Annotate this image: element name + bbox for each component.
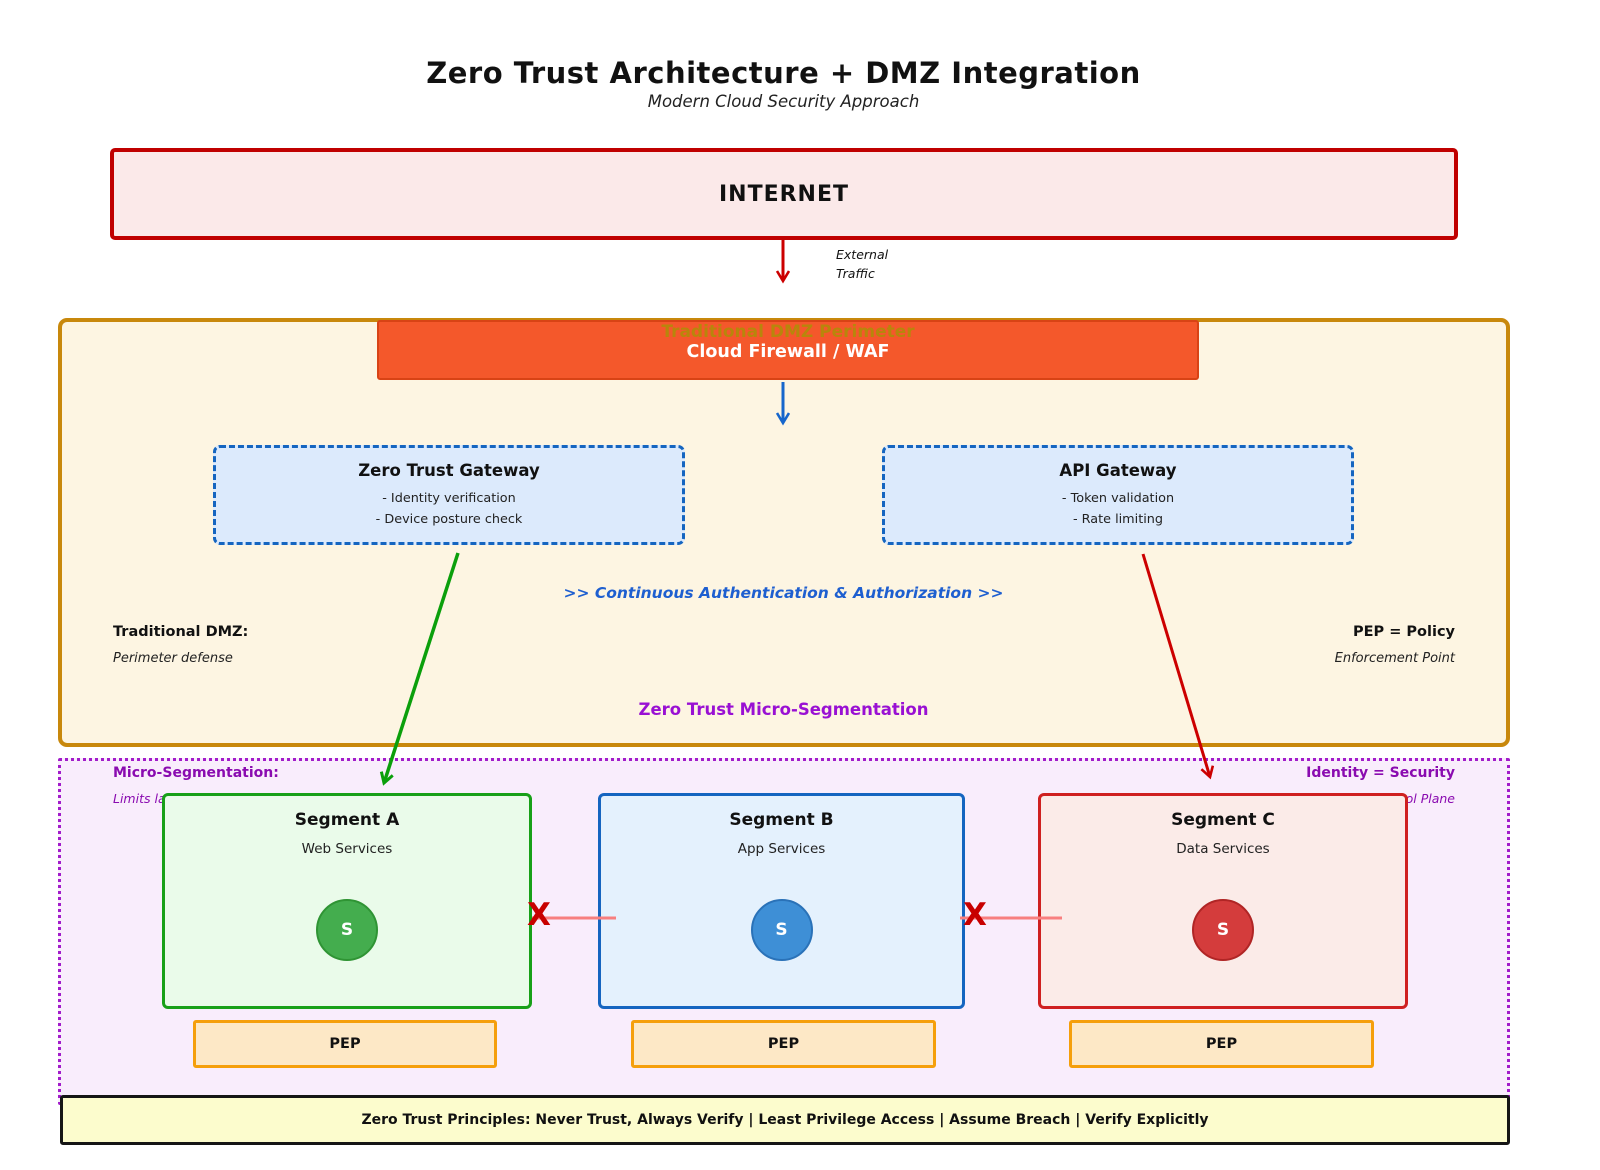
traditional-dmz-note-title: Traditional DMZ: xyxy=(113,624,249,640)
segment-b-service: App Services xyxy=(737,841,826,857)
segment-c-service-node: S xyxy=(1192,899,1254,961)
pep-label: PEP xyxy=(329,1036,361,1052)
principles-label: Zero Trust Principles: Never Trust, Alwa… xyxy=(361,1112,1209,1128)
zero-trust-gateway-item: - Identity verification xyxy=(382,491,516,506)
zero-trust-gateway-item: - Device posture check xyxy=(375,511,523,527)
microseg-heading: Zero Trust Micro-Segmentation xyxy=(638,700,929,719)
traditional-dmz-note-subtitle: Perimeter defense xyxy=(113,651,233,666)
pep-note-title: PEP = Policy xyxy=(1353,624,1455,640)
segment-a-service-node: S xyxy=(316,899,378,961)
segment-b-service-node: S xyxy=(750,899,813,961)
blocked-traffic-x: X xyxy=(527,897,551,933)
segment-a-title: Segment A xyxy=(294,810,400,830)
api-gateway-title: API Gateway xyxy=(1059,461,1177,480)
pep-note-subtitle: Enforcement Point xyxy=(1334,651,1455,666)
segment-c-service: Data Services xyxy=(1176,841,1270,857)
page-subtitle: Modern Cloud Security Approach xyxy=(647,92,920,111)
segment-c-title: Segment C xyxy=(1171,810,1275,830)
internet-label: INTERNET xyxy=(718,181,850,207)
internet-zone: INTERNET xyxy=(110,148,1458,240)
pep-label: PEP xyxy=(767,1036,800,1052)
pep-box-a: PEP xyxy=(193,1020,497,1068)
continuous-auth-banner: >> Continuous Authentication & Authoriza… xyxy=(563,584,1004,602)
microseg-note-title: Micro-Segmentation: xyxy=(113,765,279,781)
blocked-traffic-x: X xyxy=(963,897,987,933)
page-title: Zero Trust Architecture + DMZ Integratio… xyxy=(426,56,1141,90)
pep-label: PEP xyxy=(1205,1036,1238,1052)
segment-b-title: Segment B xyxy=(729,810,834,830)
segment-a-service: Web Services xyxy=(301,841,393,857)
zero-trust-gateway-box: Zero Trust Gateway - Identity verificati… xyxy=(213,445,685,545)
pep-box-b: PEP xyxy=(631,1020,936,1068)
pep-box-c: PEP xyxy=(1069,1020,1374,1068)
segment-b-box: Segment B App Services S xyxy=(598,793,965,1009)
cloud-firewall-box: Cloud Firewall / WAF xyxy=(377,320,1199,380)
external-traffic-label: External Traffic xyxy=(836,247,889,281)
api-gateway-item: - Token validation xyxy=(1061,491,1175,506)
principles-banner: Zero Trust Principles: Never Trust, Alwa… xyxy=(60,1095,1510,1145)
dmz-perimeter-label: Traditional DMZ Perimeter xyxy=(661,322,915,342)
segment-a-box: Segment A Web Services S xyxy=(162,793,532,1009)
identity-note-title: Identity = Security xyxy=(1306,765,1455,781)
zero-trust-gateway-title: Zero Trust Gateway xyxy=(358,461,540,480)
api-gateway-box: API Gateway - Token validation - Rate li… xyxy=(882,445,1354,545)
api-gateway-item: - Rate limiting xyxy=(1072,511,1164,527)
cloud-firewall-label: Cloud Firewall / WAF xyxy=(686,342,890,362)
segment-c-box: Segment C Data Services S xyxy=(1038,793,1408,1009)
